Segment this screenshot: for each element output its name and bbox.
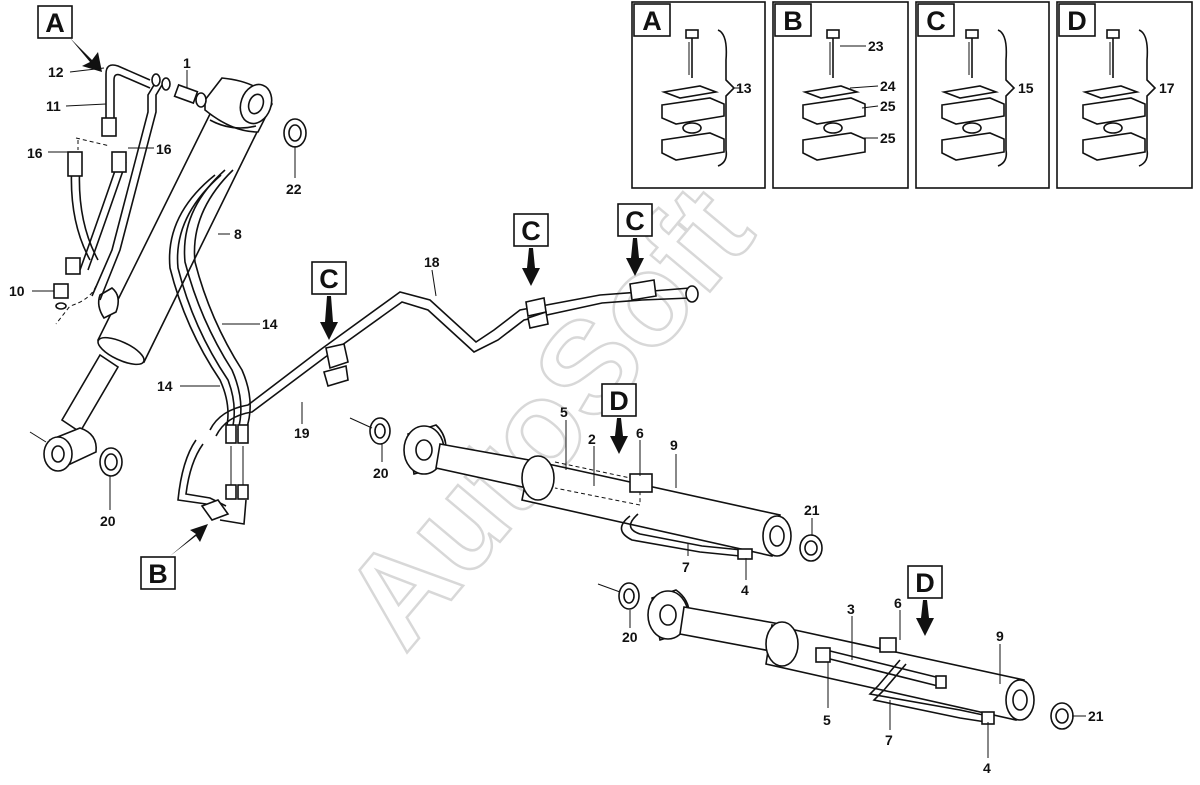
inset-d-letter: D: [1067, 6, 1087, 36]
hose-14: [168, 169, 251, 500]
label-20-middle: 20: [373, 465, 389, 481]
inset-panel-a: A 13: [631, 1, 766, 189]
label-16-left: 16: [27, 145, 43, 161]
label-1: 1: [183, 55, 191, 71]
label-14-lower: 14: [157, 378, 173, 394]
rod-eye-left: [43, 427, 97, 472]
part-number-labels: 1 12 11 16 16 8 22 10 14 14 20 18 19 20 …: [9, 55, 1104, 776]
seal-ring-22: [283, 118, 307, 148]
svg-text:C: C: [625, 206, 645, 236]
tube-18-19: [177, 279, 699, 525]
label-3: 3: [847, 601, 855, 617]
svg-text:C: C: [319, 264, 339, 294]
label-20-bottom: 20: [622, 629, 638, 645]
callout-15: 15: [1018, 80, 1034, 96]
view-marker-a: A: [37, 5, 102, 72]
inset-panel-c: C 15: [915, 1, 1050, 189]
label-21-bottom: 21: [1088, 708, 1104, 724]
label-8: 8: [234, 226, 242, 242]
seal-ring-20-left: [99, 447, 123, 477]
label-4-bottom: 4: [983, 760, 991, 776]
label-11: 11: [46, 98, 61, 114]
label-4-middle: 4: [741, 582, 749, 598]
label-18: 18: [424, 254, 440, 270]
label-20-left: 20: [100, 513, 116, 529]
label-14-upper: 14: [262, 316, 278, 332]
svg-text:C: C: [521, 216, 541, 246]
callout-24: 24: [880, 78, 896, 94]
inset-b-letter: B: [783, 6, 803, 36]
inset-a-letter: A: [642, 6, 662, 36]
seal-ring-21-bottom: [1050, 702, 1074, 730]
label-19: 19: [294, 425, 310, 441]
label-2: 2: [588, 431, 596, 447]
label-21-middle: 21: [804, 502, 820, 518]
svg-text:A: A: [45, 8, 65, 38]
label-22: 22: [286, 181, 302, 197]
clamp-assembly-c: [940, 29, 1016, 167]
view-marker-b: B: [140, 524, 208, 590]
inset-c-letter: C: [926, 6, 946, 36]
view-marker-c-1: C: [311, 261, 347, 340]
seal-ring-21-middle: [799, 534, 823, 562]
callout-25-lower: 25: [880, 130, 896, 146]
label-16-right: 16: [156, 141, 172, 157]
svg-text:B: B: [148, 559, 168, 589]
callout-13: 13: [736, 80, 752, 96]
label-6-middle: 6: [636, 425, 644, 441]
arm-cylinder-bottom: [618, 582, 1035, 725]
label-5-bottom: 5: [823, 712, 831, 728]
clamp-c-3: [629, 279, 699, 303]
arm-cylinder-middle: [369, 417, 792, 560]
view-marker-c-2: C: [513, 213, 549, 286]
view-marker-c-3: C: [617, 203, 653, 276]
clamp-assembly-b: [801, 29, 866, 161]
inset-panel-b: B 23 24 25 25: [772, 1, 909, 189]
clamp-c-2: [525, 297, 549, 329]
svg-text:D: D: [609, 386, 629, 416]
svg-text:D: D: [915, 568, 935, 598]
label-6-bottom: 6: [894, 595, 902, 611]
clamp-c-1: [323, 343, 349, 387]
cylinder-head-left: [204, 77, 273, 133]
callout-25-upper: 25: [880, 98, 896, 114]
fitting-10: [53, 283, 69, 310]
fitting-1: [151, 73, 207, 108]
tubes-11-12-16: [55, 64, 163, 325]
label-9-middle: 9: [670, 437, 678, 453]
label-7-bottom: 7: [885, 732, 893, 748]
boom-cylinder-left: [29, 77, 273, 472]
inset-panel-d: D 17: [1056, 1, 1193, 189]
label-12: 12: [48, 64, 64, 80]
callout-17: 17: [1159, 80, 1175, 96]
view-marker-d-1: D: [601, 383, 637, 454]
clamp-assembly-d: [1081, 29, 1157, 167]
callout-23: 23: [868, 38, 884, 54]
label-5-middle: 5: [560, 404, 568, 420]
leader-lines: [32, 67, 1086, 758]
label-10: 10: [9, 283, 25, 299]
label-9-bottom: 9: [996, 628, 1004, 644]
view-marker-d-2: D: [907, 565, 943, 636]
label-7-middle: 7: [682, 559, 690, 575]
